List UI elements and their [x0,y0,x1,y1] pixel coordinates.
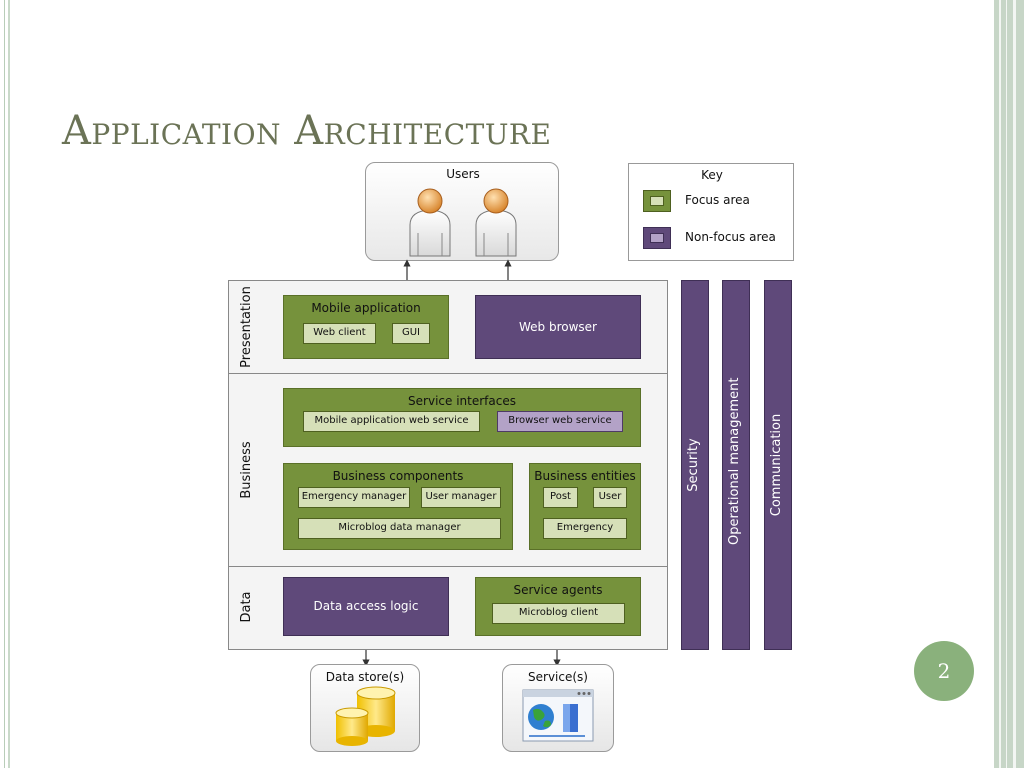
user-icon-right [475,188,517,257]
service-interfaces-box: Service interfaces Mobile application we… [283,388,641,447]
business-components-box: Business components Emergency manager Us… [283,463,513,550]
web-client-box: Web client [303,323,376,344]
security-bar [681,280,709,650]
slide-frame-line [1013,0,1016,768]
mobile-application-box: Mobile application Web client GUI [283,295,449,359]
data-stores-box: Data store(s) [310,664,420,752]
slide-title: Application Architecture [62,108,552,154]
slide-frame-line [999,0,1001,768]
slide-frame-line [8,0,10,768]
browser-web-service-box: Browser web service [497,411,623,432]
service-agents-title: Service agents [513,583,603,597]
gui-box: GUI [392,323,430,344]
service-interfaces-title: Service interfaces [408,394,516,408]
web-browser-label: Web browser [519,320,597,334]
microblog-client-box: Microblog client [492,603,625,624]
users-label: Users [446,167,480,181]
layer-divider [228,373,668,374]
layer-label-presentation: Presentation [239,286,254,368]
communication-label: Communication [769,413,784,517]
data-access-logic-label: Data access logic [313,599,419,613]
emergency-entity-label: Emergency [556,522,614,533]
data-access-logic-box: Data access logic [283,577,449,636]
user-icon-left [409,188,451,257]
user-manager-box: User manager [421,487,501,508]
key-label-focus: Focus area [685,193,750,207]
layer-label-data: Data [239,591,254,623]
emergency-entity-box: Emergency [543,518,627,539]
microblog-data-manager-label: Microblog data manager [338,522,461,533]
user-manager-label: User manager [425,491,497,502]
slide-frame-line [1006,0,1007,768]
gui-label: GUI [401,327,421,338]
post-label: Post [550,491,571,502]
page-number-badge: 2 [914,641,974,701]
web-browser-box: Web browser [475,295,641,359]
post-box: Post [543,487,578,508]
microblog-client-label: Microblog client [518,607,599,618]
microblog-data-manager-box: Microblog data manager [298,518,501,539]
business-entities-box: Business entities Post User Emergency [529,463,641,550]
user-icon [409,188,517,257]
mobile-web-service-box: Mobile application web service [303,411,480,432]
layer-divider [228,566,668,567]
mobile-web-service-label: Mobile application web service [314,415,469,426]
web-service-icon [522,689,594,742]
key-swatch-non-focus [643,227,671,249]
communication-bar [764,280,792,650]
key-legend: Key Focus area Non-focus area [628,163,794,261]
user-entity-box: User [593,487,627,508]
user-entity-label: User [598,491,622,502]
data-stores-label: Data store(s) [325,670,405,684]
browser-web-service-label: Browser web service [508,415,612,426]
web-client-label: Web client [313,327,366,338]
business-entities-title: Business entities [534,469,636,483]
security-label: Security [686,438,701,492]
key-label-non-focus: Non-focus area [685,230,776,244]
operational-management-label: Operational management [727,377,742,546]
users-box: Users [365,162,559,261]
service-agents-box: Service agents Microblog client [475,577,641,636]
slide-frame-line [4,0,5,768]
emergency-manager-label: Emergency manager [301,491,407,502]
key-swatch-focus [643,190,671,212]
key-title: Key [701,168,723,182]
mobile-application-title: Mobile application [311,301,421,315]
database-icon [335,686,396,746]
services-label: Service(s) [528,670,588,684]
operational-management-bar [722,280,750,650]
business-components-title: Business components [332,469,464,483]
layer-label-business: Business [239,441,254,499]
services-box: Service(s) [502,664,614,752]
emergency-manager-box: Emergency manager [298,487,410,508]
